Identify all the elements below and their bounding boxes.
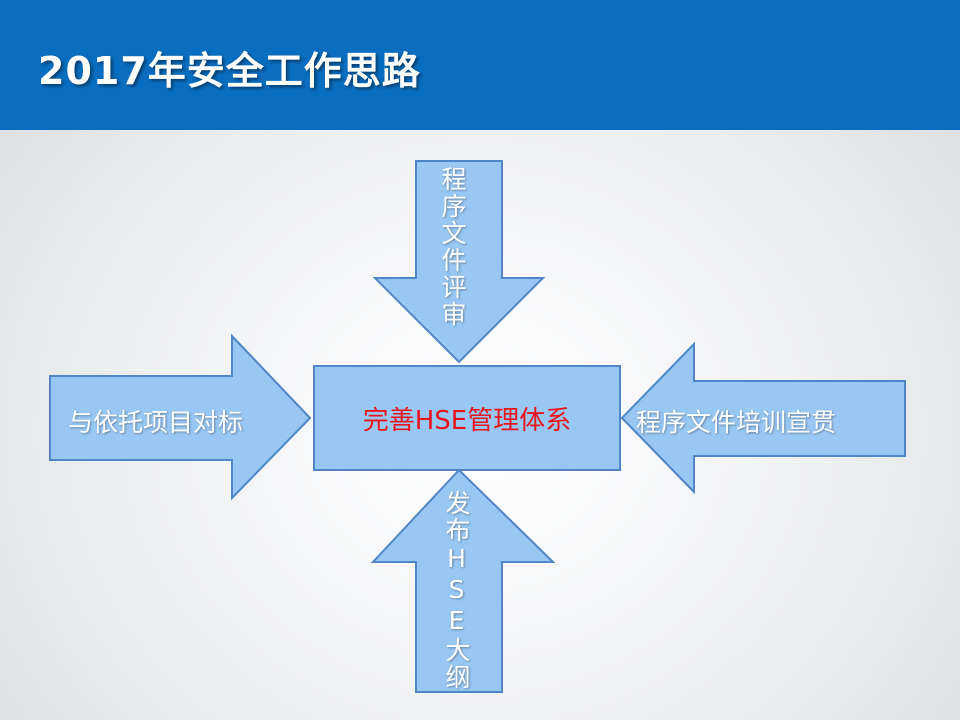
top-arrow: [372, 160, 546, 364]
right-arrow: [620, 341, 906, 495]
right-arrow-label: 程序文件培训宣贯: [636, 408, 837, 437]
bottom-arrow-label: 发布HSE大纲: [442, 490, 471, 691]
center-box: [313, 365, 621, 471]
top-arrow-label: 程序文件评审: [438, 166, 467, 328]
bottom-arrow: [370, 468, 556, 693]
header-bar: [0, 0, 960, 130]
center-label: 完善HSE管理体系: [362, 405, 572, 436]
left-arrow-label: 与依托项目对标: [68, 408, 244, 437]
slide-title: 2017年安全工作思路: [38, 49, 421, 93]
left-arrow: [49, 333, 312, 501]
